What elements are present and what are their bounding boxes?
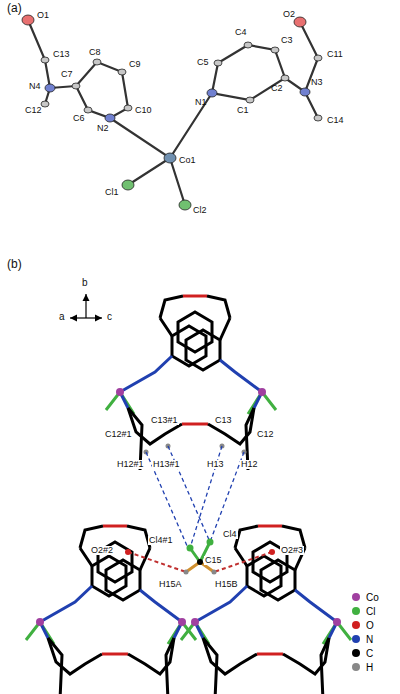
atom-label: H15A bbox=[158, 580, 183, 589]
atom-label: O2#3 bbox=[280, 546, 304, 555]
atom-label: C12 bbox=[24, 106, 43, 115]
atom-label: (a) bbox=[6, 2, 23, 15]
legend-text: N bbox=[366, 634, 373, 645]
legend-text: H bbox=[366, 662, 373, 673]
legend-row: N bbox=[352, 632, 379, 646]
atom-label: C6 bbox=[72, 114, 86, 123]
atom-label: C13 bbox=[52, 50, 71, 59]
atom-label: N1 bbox=[194, 98, 208, 107]
atom-label: C10 bbox=[134, 106, 153, 115]
atom-label: b bbox=[81, 278, 89, 289]
atom-label: O2#2 bbox=[90, 546, 114, 555]
atom-label: H15B bbox=[214, 580, 239, 589]
legend-swatch bbox=[352, 649, 360, 657]
atom-label: O2 bbox=[282, 10, 296, 19]
legend-text: C bbox=[366, 648, 373, 659]
atom-label: Co1 bbox=[178, 156, 197, 165]
legend-swatch bbox=[352, 621, 360, 629]
legend-row: Co bbox=[352, 590, 379, 604]
legend-swatch bbox=[352, 663, 360, 671]
atom-label: H12#1 bbox=[116, 460, 145, 469]
legend-text: Co bbox=[366, 592, 379, 603]
atom-label: (b) bbox=[6, 258, 23, 271]
atom-label: Cl4 bbox=[222, 530, 238, 539]
legend-swatch bbox=[352, 607, 360, 615]
atom-label: C1 bbox=[236, 106, 250, 115]
atom-label: Cl4#1 bbox=[148, 536, 174, 545]
atom-label: C5 bbox=[196, 58, 210, 67]
atom-label: C9 bbox=[128, 60, 142, 69]
atom-label: C2 bbox=[270, 84, 284, 93]
legend-row: H bbox=[352, 660, 379, 674]
atom-label: C12#1 bbox=[104, 430, 133, 439]
atom-label: H13 bbox=[206, 460, 225, 469]
atom-label: C13 bbox=[214, 416, 233, 425]
atom-label: C8 bbox=[88, 48, 102, 57]
atom-label: Cl1 bbox=[104, 188, 120, 197]
legend-row: Cl bbox=[352, 604, 379, 618]
atom-label: O1 bbox=[36, 11, 50, 20]
atom-label: C4 bbox=[234, 28, 248, 37]
legend-row: C bbox=[352, 646, 379, 660]
atom-label: Cl2 bbox=[192, 206, 208, 215]
legend-swatch bbox=[352, 593, 360, 601]
atom-label: a bbox=[58, 312, 66, 323]
legend-text: O bbox=[366, 620, 374, 631]
atom-label: C3 bbox=[280, 36, 294, 45]
atom-label: H12 bbox=[240, 460, 259, 469]
atom-label: C7 bbox=[60, 70, 74, 79]
atom-label: C14 bbox=[326, 116, 345, 125]
atom-label: C11 bbox=[326, 50, 344, 59]
atom-label: c bbox=[106, 312, 113, 323]
atom-label: C13#1 bbox=[150, 416, 179, 425]
atom-label: N3 bbox=[310, 78, 324, 87]
atom-label: H13#1 bbox=[152, 460, 181, 469]
legend: CoClONCH bbox=[352, 590, 379, 674]
legend-row: O bbox=[352, 618, 379, 632]
atom-label: C12 bbox=[256, 430, 275, 439]
atom-label: C15 bbox=[204, 556, 223, 565]
atom-label: N2 bbox=[96, 124, 110, 133]
legend-text: Cl bbox=[366, 606, 375, 617]
legend-swatch bbox=[352, 635, 360, 643]
atom-label: N4 bbox=[28, 82, 42, 91]
